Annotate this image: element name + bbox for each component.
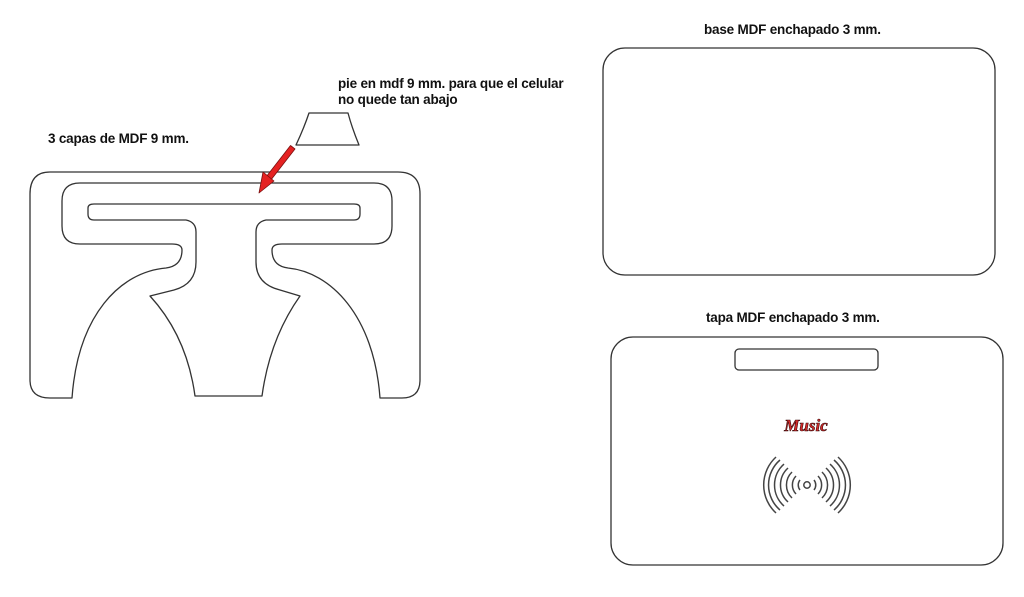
lid-board: [610, 336, 1004, 566]
foot-piece: [295, 112, 360, 146]
label-base-board: base MDF enchapado 3 mm.: [704, 22, 881, 37]
label-foot-piece: pie en mdf 9 mm. para que el celular no …: [338, 76, 564, 108]
label-lid-board: tapa MDF enchapado 3 mm.: [706, 310, 880, 325]
holder-center-support: [87, 203, 361, 397]
label-foot-line-2: no quede tan abajo: [338, 92, 458, 107]
wireless-signal-icon: [763, 456, 851, 514]
label-foot-line-1: pie en mdf 9 mm. para que el celular: [338, 76, 564, 91]
music-logo: Music: [783, 416, 828, 435]
arrow-pointer: [258, 145, 296, 194]
holder-outline: [29, 171, 421, 399]
lid-slot: [734, 348, 879, 371]
label-holder-layers: 3 capas de MDF 9 mm.: [48, 131, 189, 146]
base-board: [602, 47, 996, 276]
